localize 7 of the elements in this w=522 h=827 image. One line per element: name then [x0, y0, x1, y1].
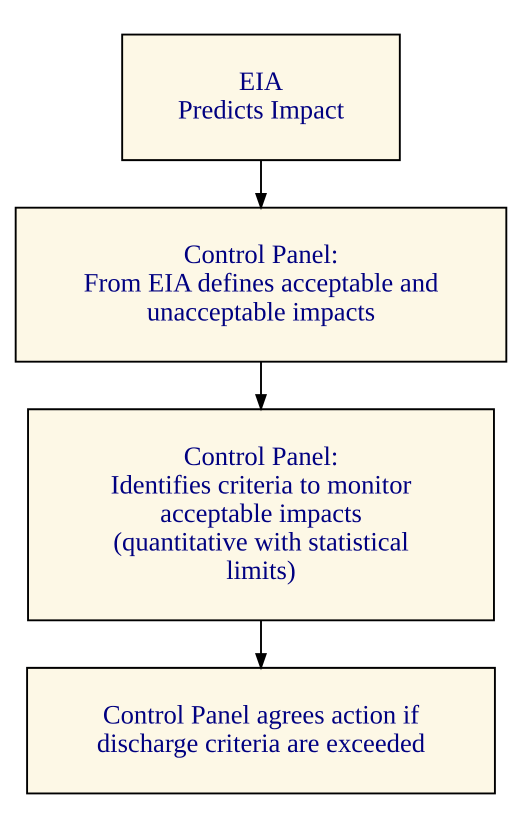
node-box: EIA Predicts Impact: [121, 33, 401, 161]
arrow: [255, 160, 267, 210]
node-box: Control Panel: From EIA defines acceptable and unacceptable impacts: [14, 206, 508, 362]
arrow: [255, 620, 267, 670]
arrow: [255, 361, 267, 411]
node-box: Control Panel: Identifies criteria to monitor acceptable impacts (quantitative with statistical limits): [27, 408, 495, 621]
node-box: Control Panel agrees action if discharge criteria are exceeded: [26, 666, 496, 794]
